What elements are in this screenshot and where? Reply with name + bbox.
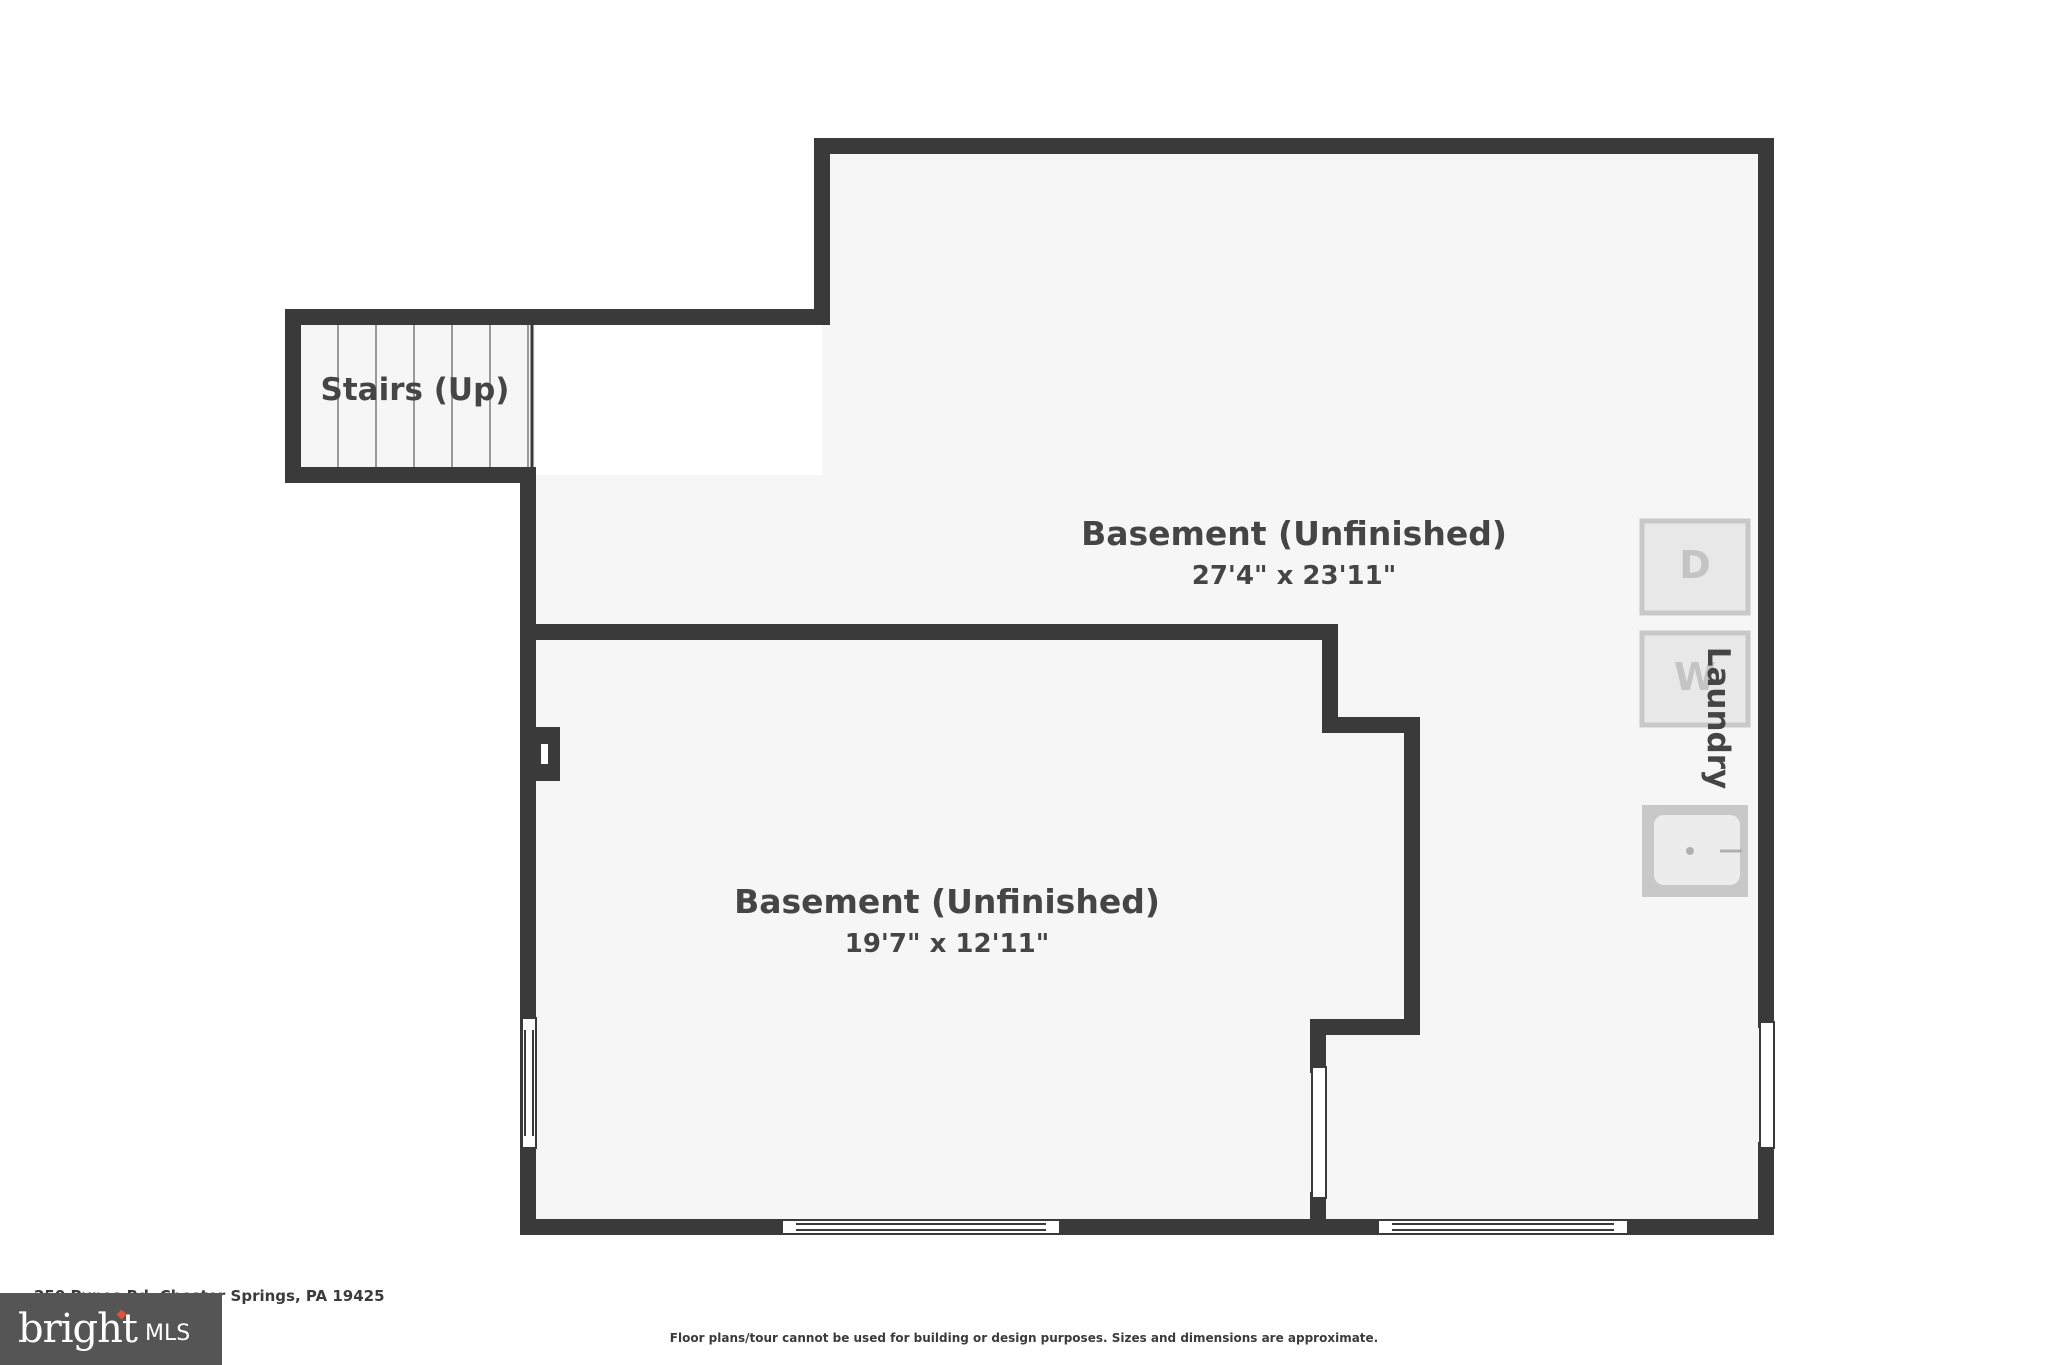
bright-mls-logo: bright MLS <box>0 1293 222 1365</box>
window-bottom-right <box>1377 1219 1629 1235</box>
window-bottom-left <box>781 1219 1061 1235</box>
washer-label: W <box>1674 655 1716 699</box>
stair-treads <box>337 322 529 468</box>
washer: W <box>1639 630 1751 728</box>
lower-basement-name: Basement (Unfinished) <box>734 882 1160 921</box>
upper-basement-dimensions: 27'4" x 23'11" <box>1192 561 1397 591</box>
laundry-label: Laundry <box>1700 647 1736 790</box>
lower-basement-floor <box>535 632 1412 1227</box>
upper-basement-floor <box>535 146 1766 1227</box>
windows <box>521 1017 1775 1235</box>
stairs-label: Stairs (Up) <box>321 372 510 408</box>
logo-subtext: MLS <box>144 1320 191 1346</box>
doorway-interior <box>1311 1066 1327 1199</box>
lower-basement-dimensions: 19'7" x 12'11" <box>845 929 1050 959</box>
dryer: D <box>1639 518 1751 616</box>
walls <box>285 138 1774 1235</box>
dryer-label: D <box>1679 543 1711 587</box>
upper-basement-name: Basement (Unfinished) <box>1081 514 1507 553</box>
window-right-wall <box>1759 1021 1775 1149</box>
laundry-sink <box>1642 805 1748 897</box>
disclaimer: Floor plans/tour cannot be used for buil… <box>669 1331 1379 1345</box>
window-left-wall <box>521 1017 537 1149</box>
column-inner <box>541 744 548 764</box>
